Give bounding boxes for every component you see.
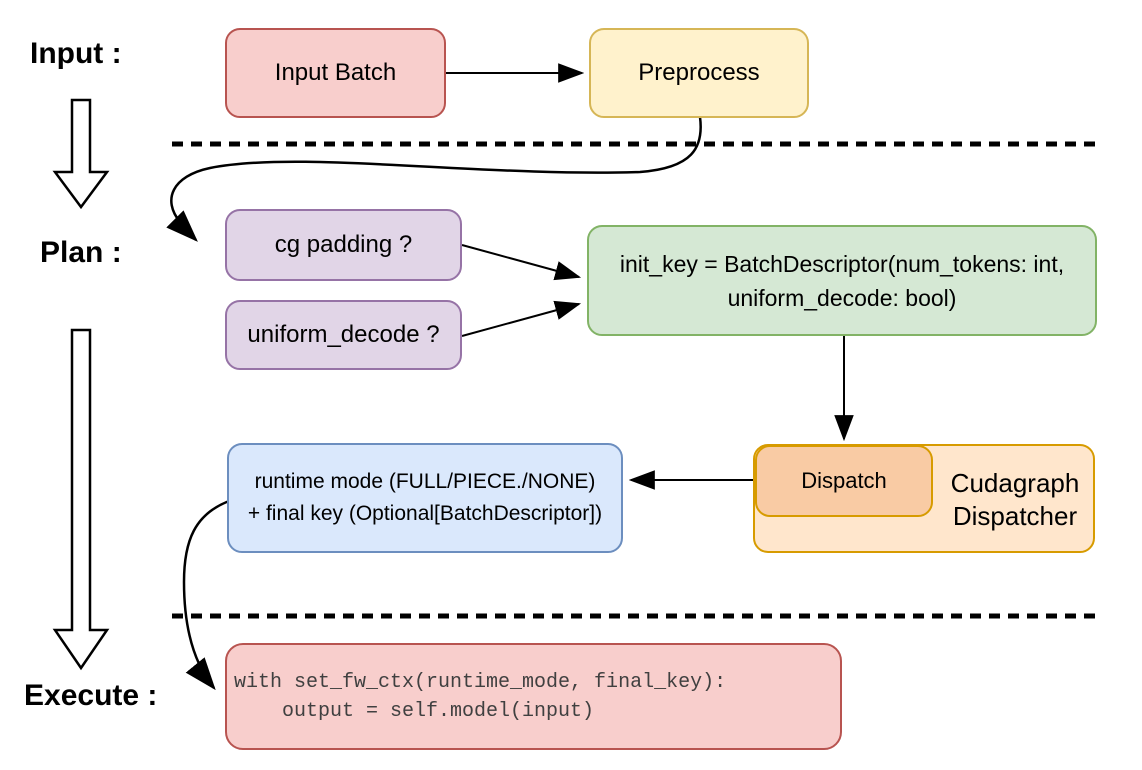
execute-code-line1: with set_fw_ctx(runtime_mode, final_key)…: [234, 670, 727, 694]
node-runtime-mode: runtime mode (FULL/PIECE./NONE) + final …: [227, 443, 623, 553]
node-preprocess-label: Preprocess: [638, 59, 760, 86]
node-cudagraph-dispatcher-line1: Cudagraph: [950, 468, 1080, 498]
node-uniform-decode-label: uniform_decode ?: [247, 321, 440, 348]
node-preprocess: Preprocess: [589, 28, 809, 118]
node-cudagraph-dispatcher-label: Cudagraph Dispatcher: [935, 467, 1095, 533]
node-cg-padding: cg padding ?: [225, 209, 462, 281]
node-dispatch-label: Dispatch: [801, 468, 887, 493]
node-uniform-decode: uniform_decode ?: [225, 300, 462, 370]
node-init-key-line2: uniform_decode: bool): [727, 284, 957, 311]
section-label-plan: Plan :: [40, 236, 122, 269]
node-cudagraph-dispatcher-line2: Dispatcher: [952, 501, 1078, 531]
arrow-uniformdecode-to-initkey: [462, 300, 582, 336]
node-input-batch-label: Input Batch: [274, 59, 397, 86]
node-dispatch: Dispatch: [755, 445, 933, 517]
down-block-arrow-input-to-plan-icon: [55, 100, 107, 207]
arrow-cgpadding-to-initkey: [462, 245, 582, 281]
node-runtime-mode-line2: + final key (Optional[BatchDescriptor]): [247, 502, 603, 525]
node-execute-code: with set_fw_ctx(runtime_mode, final_key)…: [225, 643, 842, 750]
node-input-batch: Input Batch: [225, 28, 446, 118]
node-runtime-mode-line1: runtime mode (FULL/PIECE./NONE): [254, 470, 596, 493]
node-init-key: init_key = BatchDescriptor(num_tokens: i…: [587, 225, 1097, 336]
down-block-arrow-plan-to-execute-icon: [55, 330, 107, 668]
node-cg-padding-label: cg padding ?: [274, 231, 413, 258]
execute-code-line2: output = self.model(input): [234, 699, 595, 723]
section-label-input: Input :: [30, 37, 122, 70]
section-label-execute: Execute :: [24, 679, 158, 712]
node-init-key-line1: init_key = BatchDescriptor(num_tokens: i…: [619, 250, 1065, 277]
